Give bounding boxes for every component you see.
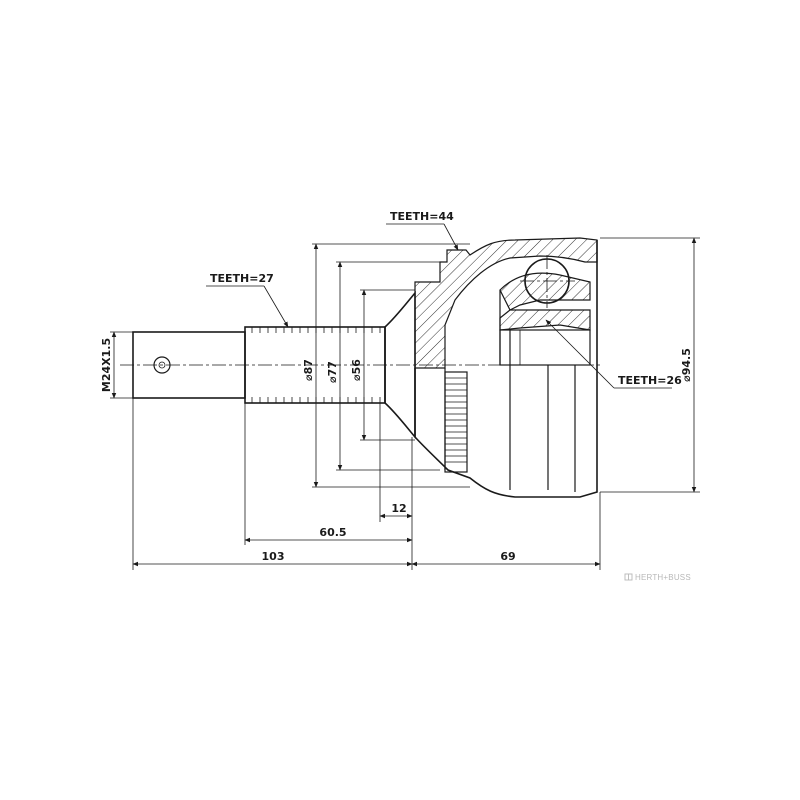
dim-dia-94-5: ⌀94.5 bbox=[680, 348, 693, 382]
dim-dia-77: ⌀77 bbox=[326, 361, 339, 383]
dim-length-103: 103 bbox=[262, 550, 285, 563]
dim-thread: M24X1.5 bbox=[100, 338, 113, 392]
dim-dia-56: ⌀56 bbox=[350, 359, 363, 381]
dim-length-12: 12 bbox=[391, 502, 406, 515]
brand-mark: HERTH+BUSS bbox=[624, 573, 691, 582]
diameter-dimensions: ⌀87 ⌀77 ⌀56 ⌀94.5 M24X1.5 bbox=[100, 237, 700, 493]
callout-teeth-26: TEETH=26 bbox=[618, 374, 682, 387]
ball-element bbox=[520, 255, 575, 308]
stub-hole-icon bbox=[153, 356, 171, 374]
brand-label: HERTH+BUSS bbox=[635, 573, 691, 582]
abs-ring-teeth bbox=[444, 371, 468, 473]
dim-length-69: 69 bbox=[500, 550, 515, 563]
dim-length-60-5: 60.5 bbox=[319, 526, 346, 539]
inner-race bbox=[499, 272, 591, 492]
teeth-callouts: TEETH=44 TEETH=27 TEETH=26 bbox=[206, 210, 682, 389]
callout-teeth-44: TEETH=44 bbox=[390, 210, 454, 223]
length-dimensions: 12 60.5 103 69 bbox=[132, 398, 601, 570]
outer-housing bbox=[414, 237, 598, 498]
callout-teeth-27: TEETH=27 bbox=[210, 272, 274, 285]
dim-dia-87: ⌀87 bbox=[302, 359, 315, 381]
